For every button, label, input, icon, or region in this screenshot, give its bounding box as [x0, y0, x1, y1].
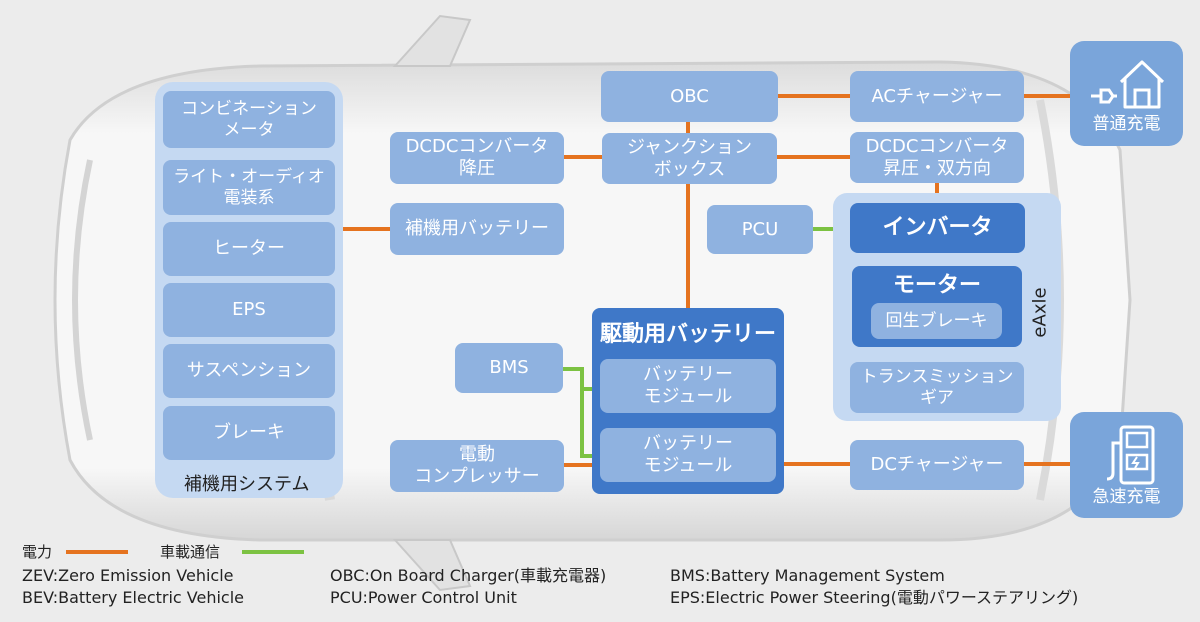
note-zev: ZEV:Zero Emission Vehicle — [22, 566, 234, 585]
aux-system-label: 補機用システム — [184, 474, 310, 495]
note-pcu: PCU:Power Control Unit — [330, 588, 517, 607]
bms-node[interactable]: BMS — [455, 343, 563, 393]
light-audio-node[interactable]: ライト・オーディオ 電装系 — [163, 160, 335, 215]
quick-charge-label: 急速充電 — [1092, 486, 1161, 507]
eps-node[interactable]: EPS — [163, 283, 335, 337]
note-eps: EPS:Electric Power Steering(電動パワーステアリング) — [670, 588, 1079, 607]
drive-battery-label: 駆動用バッテリー — [599, 322, 776, 347]
suspension-node[interactable]: サスペンション — [163, 344, 335, 398]
battery-module-2[interactable]: バッテリー モジュール — [600, 428, 776, 482]
obc-node[interactable]: OBC — [601, 71, 778, 122]
pcu-node[interactable]: PCU — [707, 205, 813, 254]
regen-brake-node[interactable]: 回生ブレーキ — [871, 303, 1002, 339]
comm-line — [562, 367, 600, 458]
transmission-node[interactable]: トランスミッション ギア — [850, 362, 1024, 413]
eaxle-label: eAxle — [1029, 287, 1051, 338]
normal-charge-label: 普通充電 — [1092, 114, 1161, 135]
house-plug-icon — [1090, 60, 1164, 109]
dc-charger-node[interactable]: DCチャージャー — [850, 440, 1024, 490]
combination-meter-node[interactable]: コンビネーション メータ — [163, 91, 335, 148]
legend-power-swatch — [66, 550, 128, 554]
battery-module-1[interactable]: バッテリー モジュール — [600, 359, 776, 413]
note-obc: OBC:On Board Charger(車載充電器) — [330, 566, 607, 585]
note-bev: BEV:Battery Electric Vehicle — [22, 588, 245, 607]
compressor-node[interactable]: 電動 コンプレッサー — [390, 440, 564, 492]
charging-station-icon — [1106, 425, 1154, 485]
dcdc-down-node[interactable]: DCDCコンバータ 降圧 — [390, 132, 564, 184]
motor-label: モーター — [892, 273, 981, 298]
quick-charge-node[interactable]: 急速充電 — [1070, 412, 1183, 518]
legend-comm-label: 車載通信 — [160, 543, 221, 561]
note-bms: BMS:Battery Management System — [670, 566, 945, 585]
legend-power-label: 電力 — [22, 543, 53, 561]
inverter-node[interactable]: インバータ — [850, 203, 1025, 253]
ac-charger-node[interactable]: ACチャージャー — [850, 71, 1024, 122]
heater-node[interactable]: ヒーター — [163, 222, 335, 276]
normal-charge-node[interactable]: 普通充電 — [1070, 41, 1183, 146]
junction-box-node[interactable]: ジャンクション ボックス — [602, 133, 777, 184]
dcdc-up-node[interactable]: DCDCコンバータ 昇圧・双方向 — [850, 132, 1024, 183]
legend-comm-swatch — [242, 550, 304, 554]
aux-battery-node[interactable]: 補機用バッテリー — [390, 203, 564, 255]
brake-node[interactable]: ブレーキ — [163, 406, 335, 460]
